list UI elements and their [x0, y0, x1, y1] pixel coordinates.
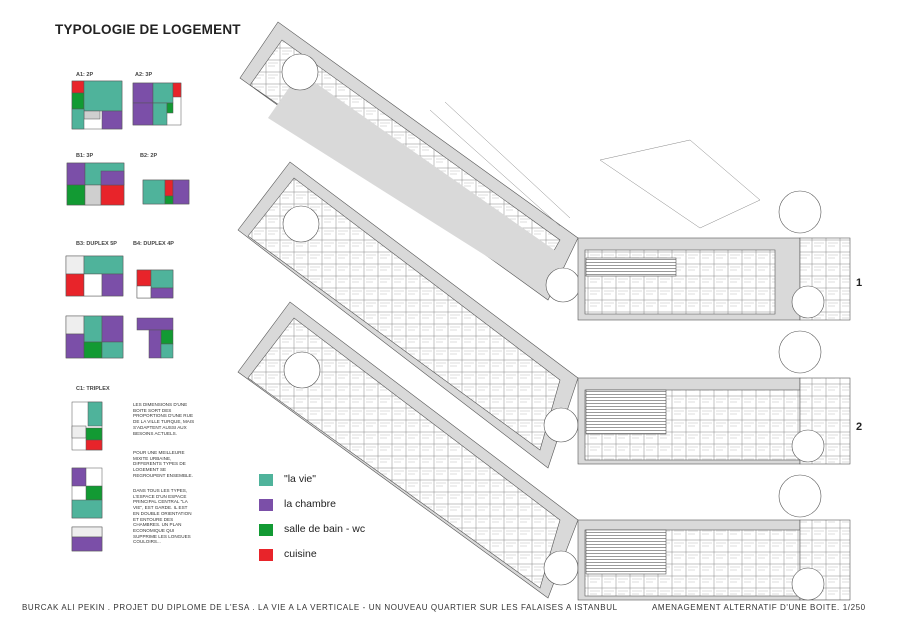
note-text: DANS TOUS LES TYPES, L'ESPACE D'UN ESPAC… [133, 488, 192, 545]
typology-label-b2: B2: 2P [140, 153, 158, 159]
floor-plan-2 [237, 161, 851, 469]
footer-scale: AMENAGEMENT ALTERNATIF D'UNE BOITE. 1/25… [652, 603, 866, 612]
floor-plan-1 [239, 21, 851, 321]
typology-b2-plan [142, 179, 190, 205]
note-text: POUR UNE MEILLEURE MIXITE URBAINE, DIFFE… [133, 450, 193, 478]
page-title: TYPOLOGIE DE LOGEMENT [55, 22, 241, 37]
typology-a1-plan [71, 80, 123, 130]
plan-number-1: 1 [856, 277, 863, 289]
plan-number-2: 2 [856, 421, 863, 433]
typology-label-a1: A1: 2P [76, 72, 94, 78]
legend-label: "la vie" [284, 473, 316, 485]
legend-label: salle de bain - wc [284, 523, 366, 535]
legend-label: cuisine [284, 548, 317, 560]
footer-project-title: BURCAK ALI PEKIN . PROJET DU DIPLOME DE … [22, 603, 618, 612]
legend-label: la chambre [284, 498, 336, 510]
typology-label-c1: C1: TRIPLEX [76, 386, 110, 392]
typology-c1-plan [71, 401, 103, 552]
legend-swatch-cuisine [259, 549, 273, 561]
typology-thumbnails [65, 80, 190, 552]
typology-a2-plan [132, 82, 182, 126]
typology-b3-plan [65, 255, 124, 359]
note-text: LES DIMENSIONS D'UNE BOITE SORT DES PROP… [133, 402, 195, 436]
floor-plan-3 [237, 301, 851, 601]
legend-swatch-sdb [259, 524, 273, 536]
typology-label-b1: B1: 3P [76, 153, 94, 159]
legend-swatch-chambre [259, 499, 273, 511]
typology-b4-plan [136, 269, 174, 359]
typology-b1-plan [66, 162, 125, 206]
typology-label-b3: B3: DUPLEX 5P [76, 241, 117, 247]
legend-swatch-vie [259, 474, 273, 486]
typology-label-b4: B4: DUPLEX 4P [133, 241, 174, 247]
typology-label-a2: A2: 3P [135, 72, 153, 78]
